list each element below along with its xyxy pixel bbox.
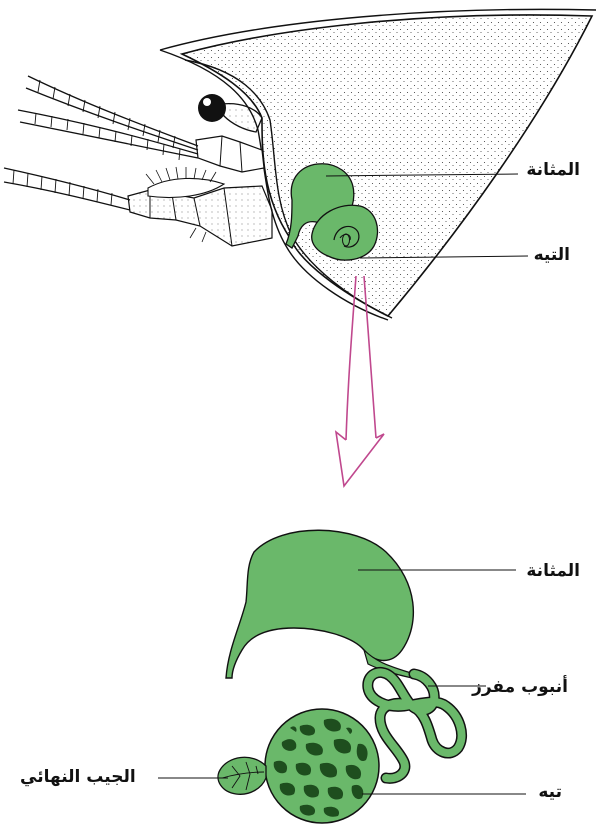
label-excretory-tubule: أنبوب مفرز	[472, 677, 568, 697]
end-sac	[217, 756, 267, 795]
crustacean-head	[3, 8, 597, 321]
enlargement-arrow	[334, 275, 385, 488]
label-end-sac: الجيب النهائي	[20, 767, 136, 787]
antennal-gland-enlarged	[158, 529, 526, 824]
antennal-gland-in-head	[285, 163, 379, 261]
eye-highlight	[203, 98, 211, 106]
labyrinth-channels	[273, 718, 368, 817]
label-bladder-bottom: المثانة	[526, 561, 580, 581]
leader-bladder-top	[325, 173, 519, 177]
carapace	[179, 14, 594, 317]
eye-stalk	[221, 102, 263, 133]
cuticle-inner	[184, 59, 393, 319]
cuticle-line	[159, 8, 597, 51]
label-labyrinth-bottom: تيه	[538, 782, 562, 802]
cuticle-outer	[159, 49, 389, 321]
antenna	[3, 166, 273, 247]
compound-eye	[198, 94, 226, 122]
label-labyrinth-top: التيه	[533, 245, 570, 265]
labyrinth-shape-top	[311, 204, 379, 261]
label-bladder-top: المثانة	[526, 160, 580, 180]
bladder-shape-top	[285, 163, 355, 249]
bladder-enlarged	[225, 529, 414, 679]
antennule	[17, 75, 265, 173]
leader-labyrinth-top	[359, 255, 529, 259]
